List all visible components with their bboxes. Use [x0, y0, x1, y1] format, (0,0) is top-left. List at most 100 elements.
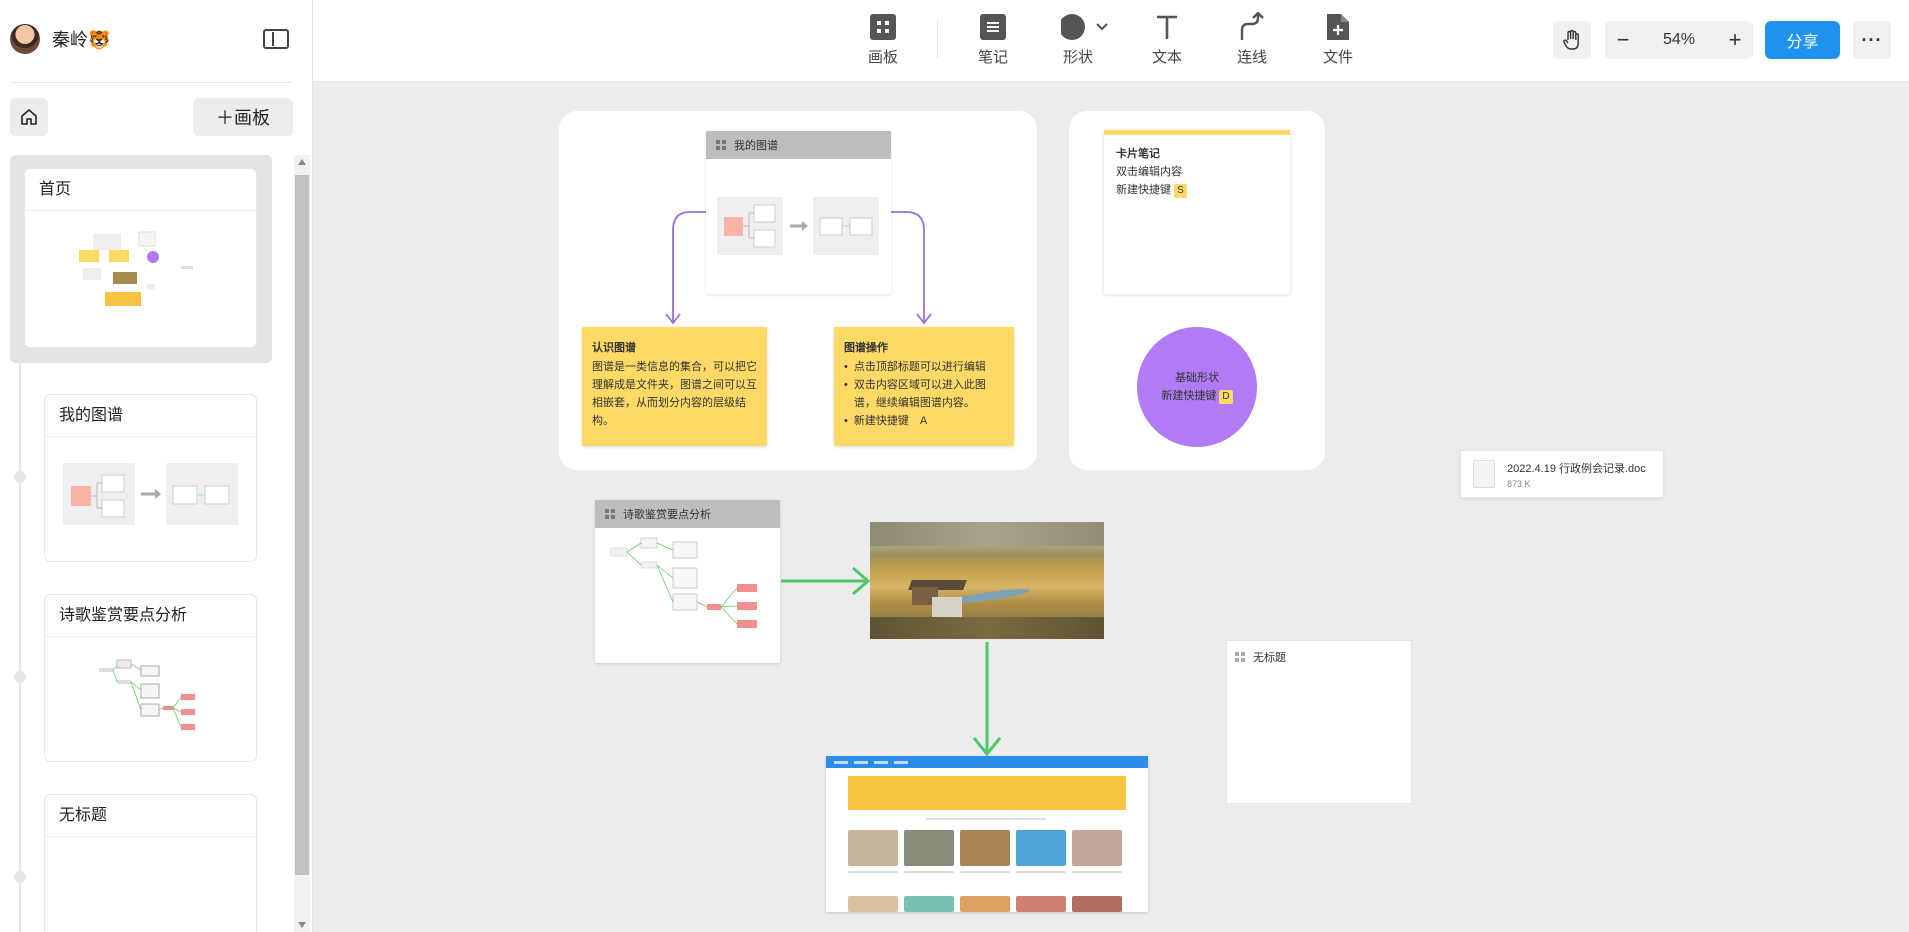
list-item-text: 双击内容区域可以进入此图谱，继续编辑图谱内容。 [853, 379, 986, 409]
tool-file[interactable]: 文件 [1313, 12, 1363, 67]
note-title: 认识图谱 [592, 342, 636, 354]
board-title[interactable]: 无标题 [1253, 652, 1286, 664]
sidebar-scrollbar[interactable] [294, 155, 310, 932]
add-board-button[interactable]: ＋画板 [193, 98, 293, 136]
text-icon [1157, 15, 1177, 39]
page-card-poem[interactable]: 诗歌鉴赏要点分析 [44, 594, 257, 762]
shape-label: 新建快捷键 D [1161, 387, 1233, 405]
shape-label: 基础形状 [1175, 372, 1219, 384]
zoom-control: − 54% + [1605, 21, 1753, 59]
circle-shape[interactable]: 基础形状 新建快捷键 D [1137, 327, 1257, 447]
zoom-level[interactable]: 54% [1662, 31, 1696, 48]
toolbar-divider [937, 20, 938, 58]
drag-handle-icon[interactable] [605, 509, 615, 519]
page-thumbnail [25, 212, 256, 347]
tool-label: 文本 [1151, 49, 1182, 66]
file-size: 873 K [1507, 478, 1531, 489]
connector-line [891, 211, 925, 322]
drag-handle-icon[interactable] [716, 140, 726, 150]
board-preview [610, 537, 757, 628]
scrollbar-thumb[interactable] [295, 175, 309, 875]
board-title[interactable]: 诗歌鉴赏要点分析 [623, 509, 711, 521]
file-icon [1327, 14, 1349, 40]
landscape-image[interactable] [870, 522, 1104, 639]
timeline-dot [14, 871, 26, 883]
more-button[interactable]: ··· [1853, 21, 1891, 59]
page-card-untitled[interactable]: 无标题 [44, 794, 257, 932]
tool-note[interactable]: 笔记 [968, 12, 1018, 67]
top-toolbar: 画板 笔记 形状 文本 连线 文件 − 54% + [313, 0, 1909, 82]
timeline-dot [14, 671, 26, 683]
page-card-home[interactable]: 首页 [24, 168, 257, 348]
chevron-down-icon[interactable] [1095, 22, 1109, 32]
zoom-in-button[interactable]: + [1728, 27, 1742, 52]
shortcut-key: D [1219, 390, 1233, 404]
tool-text[interactable]: 文本 [1142, 12, 1192, 67]
board-header[interactable]: 无标题 [1227, 641, 1411, 673]
page-card-title: 诗歌鉴赏要点分析 [45, 595, 256, 637]
avatar[interactable] [10, 24, 40, 54]
tool-connector[interactable]: 连线 [1227, 12, 1277, 67]
note-line: 新建快捷键 S [1116, 181, 1278, 199]
home-button[interactable] [10, 98, 48, 136]
website-screenshot-image[interactable] [826, 756, 1148, 912]
note-icon [980, 14, 1006, 40]
map-board[interactable]: 我的图谱 [706, 131, 891, 294]
note-title: 卡片笔记 [1116, 148, 1160, 160]
list-item-text: 点击顶部标题可以进行编辑 [853, 361, 986, 373]
shortcut-key: A [919, 415, 928, 427]
page-thumbnail [45, 438, 256, 561]
sticky-note-recognize[interactable]: 认识图谱 图谱是一类信息的集合，可以把它理解成是文件夹，图谱之间可以互相嵌套，从… [582, 327, 767, 446]
list-item-text: 新建快捷键 [853, 415, 909, 427]
board-title[interactable]: 我的图谱 [734, 140, 778, 152]
untitled-board[interactable]: 无标题 [1226, 640, 1412, 804]
shortcut-key: S [1174, 184, 1187, 198]
share-button[interactable]: 分享 [1765, 21, 1840, 59]
card-note[interactable]: 卡片笔记 双击编辑内容 新建快捷键 S [1104, 130, 1290, 294]
note-body: 图谱是一类信息的集合，可以把它理解成是文件夹，图谱之间可以互相嵌套，从而划分内容… [592, 361, 757, 427]
user-name: 秦岭🐯 [52, 30, 111, 50]
arrow-head-icon [916, 313, 932, 325]
page-card-my-map[interactable]: 我的图谱 [44, 394, 257, 562]
pan-button[interactable] [1553, 21, 1591, 59]
tool-label: 连线 [1236, 49, 1267, 66]
page-thumbnail [45, 638, 256, 761]
sidebar-toggle-icon[interactable] [263, 29, 289, 49]
board-icon [870, 14, 896, 40]
sticky-note-operations[interactable]: 图谱操作 •点击顶部标题可以进行编辑 •双击内容区域可以进入此图谱，继续编辑图谱… [834, 327, 1014, 446]
tool-label: 笔记 [977, 49, 1008, 66]
zoom-out-button[interactable]: − [1616, 27, 1630, 52]
user-profile[interactable]: 秦岭🐯 [10, 24, 110, 54]
timeline-dot [14, 471, 26, 483]
arrow-head-icon [852, 566, 871, 596]
shape-icon [1061, 14, 1085, 40]
tool-label: 画板 [867, 49, 898, 66]
poem-board[interactable]: 诗歌鉴赏要点分析 [595, 500, 780, 663]
page-timeline [19, 360, 21, 932]
board-header[interactable]: 诗歌鉴赏要点分析 [595, 500, 780, 528]
note-line: 双击编辑内容 [1116, 166, 1182, 178]
hand-icon [1563, 29, 1579, 50]
scroll-up-arrow-icon[interactable] [298, 159, 306, 165]
arrow-head-icon [972, 737, 1002, 757]
file-attachment[interactable]: 2022.4.19 行政例会记录.doc 873 K [1460, 450, 1664, 498]
tool-board[interactable]: 画板 [858, 12, 908, 67]
board-header[interactable]: 我的图谱 [706, 131, 891, 159]
tool-label: 文件 [1322, 49, 1353, 66]
connector-icon [1240, 12, 1264, 40]
connector-line [672, 211, 706, 322]
drag-handle-icon[interactable] [1235, 652, 1245, 662]
tool-shape[interactable]: 形状 [1056, 12, 1114, 67]
divider [10, 82, 292, 83]
home-icon [21, 109, 37, 125]
scroll-down-arrow-icon[interactable] [298, 922, 306, 928]
page-card-title: 首页 [25, 169, 256, 211]
board-preview [717, 197, 879, 255]
file-name: 2022.4.19 行政例会记录.doc [1507, 462, 1646, 475]
list-item: •点击顶部标题可以进行编辑 [844, 358, 1004, 376]
list-item: •新建快捷键 A [844, 415, 928, 427]
page-card-title: 我的图谱 [45, 395, 256, 437]
tool-label: 形状 [1062, 49, 1093, 66]
page-card-title: 无标题 [45, 795, 256, 837]
